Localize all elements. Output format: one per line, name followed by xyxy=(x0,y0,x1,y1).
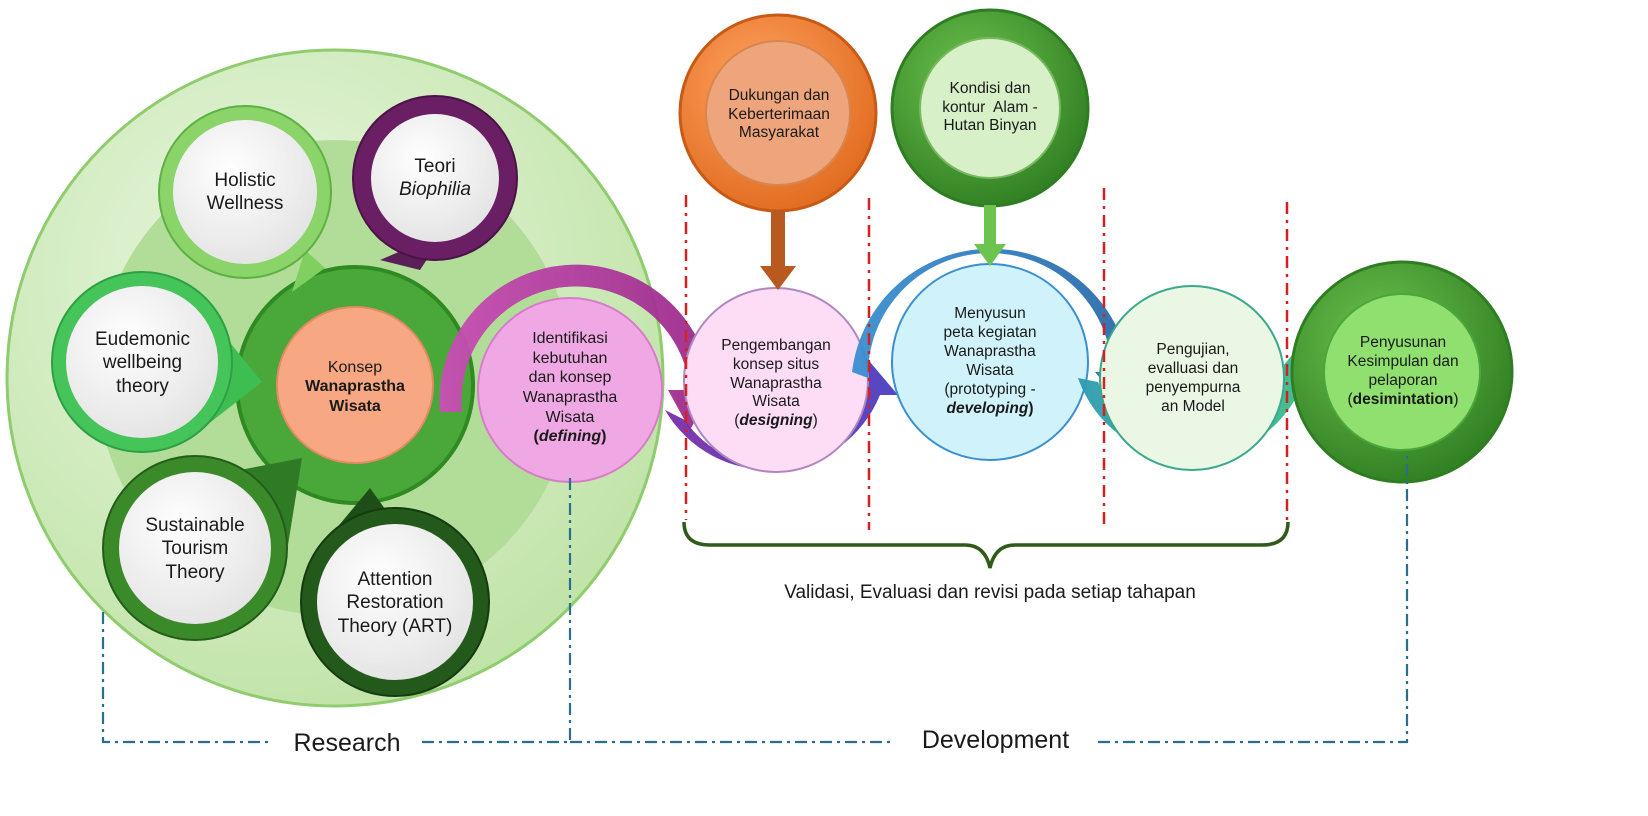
nature-arrow-shaft xyxy=(984,205,996,247)
holistic-wellness-pin xyxy=(158,105,332,292)
defining-arc xyxy=(439,264,712,430)
community-arrow-shaft xyxy=(771,210,785,270)
community-arrow-head xyxy=(760,266,796,290)
biophilia-pin xyxy=(352,95,518,270)
center-concept-circle xyxy=(276,306,434,464)
nature-arrow-head xyxy=(974,244,1006,266)
stage-dividers xyxy=(684,188,1289,530)
eudemonic-pin xyxy=(51,271,262,453)
disseminating-circle xyxy=(1323,293,1481,451)
research-bracket xyxy=(101,612,272,744)
nature-input-circle xyxy=(919,37,1061,179)
attention-restoration-pin xyxy=(300,488,490,697)
development-phase-label: Development xyxy=(893,722,1098,758)
testing-circle xyxy=(1099,285,1285,471)
phase-lines xyxy=(101,452,1409,744)
validation-label: Validasi, Evaluasi dan revisi pada setia… xyxy=(784,582,1196,604)
validation-brace xyxy=(682,521,1290,569)
research-phase-label: Research xyxy=(272,726,422,760)
sustainable-tourism-pin xyxy=(102,455,302,641)
development-bracket-right xyxy=(1098,452,1409,744)
community-input-circle xyxy=(705,40,851,186)
